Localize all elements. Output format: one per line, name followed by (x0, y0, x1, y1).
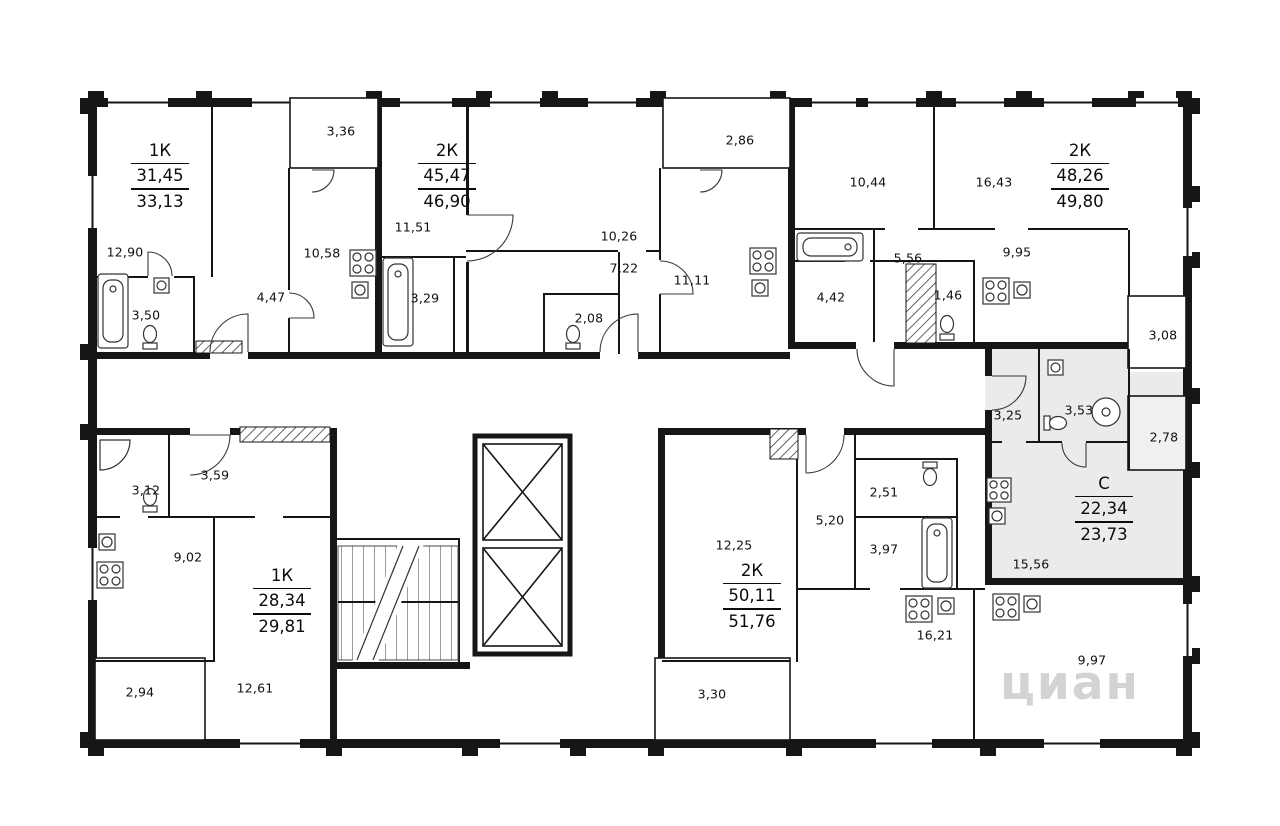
toilet-icon (1043, 415, 1068, 431)
windows (88, 98, 1192, 748)
elevator-1 (482, 443, 563, 541)
stove-icon (986, 477, 1012, 503)
toilet-icon (922, 461, 938, 487)
washer-icon (153, 277, 170, 294)
balconies (94, 97, 1187, 741)
stove-icon (749, 247, 777, 275)
fixtures (96, 232, 1121, 623)
door-arcs (147, 169, 1087, 476)
sink-icon (751, 279, 769, 297)
toilet-icon (142, 324, 158, 350)
sink-icon (98, 533, 116, 551)
bathtub-icon (382, 257, 414, 347)
sink-icon (351, 281, 369, 299)
partitions (93, 107, 1130, 739)
toilet-icon (939, 314, 955, 341)
stove-icon (992, 593, 1020, 621)
vent-shafts (195, 263, 937, 460)
sink-icon (937, 597, 955, 615)
stove-icon (982, 277, 1010, 305)
stove-icon (96, 561, 124, 589)
elevator-shafts (472, 433, 573, 657)
sink-icon (988, 507, 1006, 525)
toilet-icon (142, 487, 158, 513)
bathtub-icon (796, 232, 864, 262)
toilet-icon (565, 324, 581, 350)
washer-icon (1047, 359, 1064, 376)
shower-icon (1091, 397, 1121, 427)
bathtub-icon (921, 517, 953, 589)
outer-walls (88, 98, 1192, 748)
shower-icon (99, 439, 131, 471)
elevator-2 (482, 547, 563, 647)
sink-icon (1023, 595, 1041, 613)
stove-icon (349, 249, 377, 277)
watermark: циан (1000, 656, 1140, 711)
bathtub-icon (97, 273, 129, 349)
staircase (337, 544, 459, 662)
wall-pilasters (80, 91, 1200, 756)
stove-icon (905, 595, 933, 623)
sink-icon (1013, 281, 1031, 299)
